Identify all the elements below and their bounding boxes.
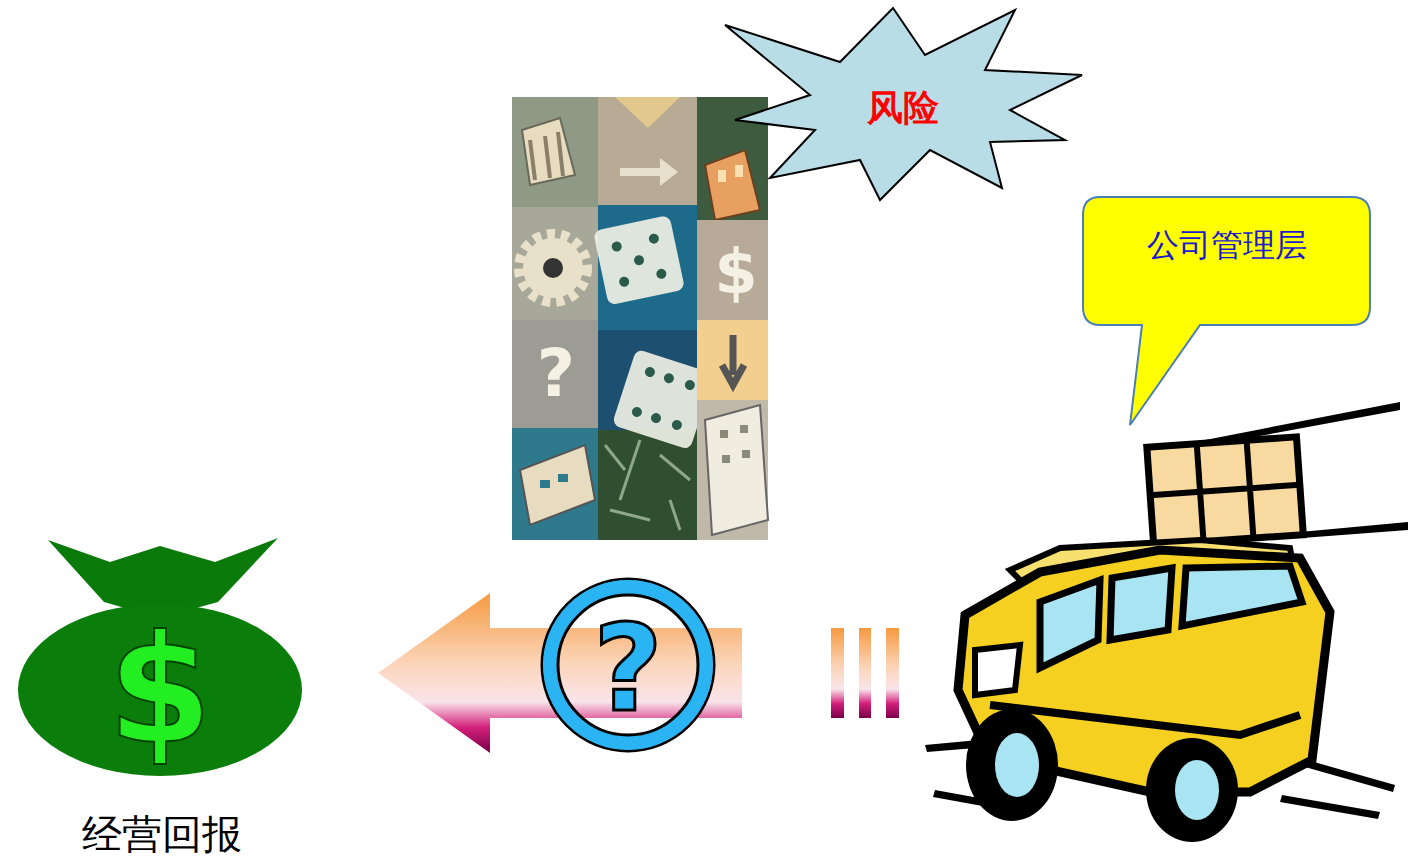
edge-label: ?: [593, 609, 663, 729]
question-ring: [542, 579, 714, 751]
risk-starburst: 风险: [722, 0, 1088, 210]
arrow-tail-stripe: [859, 628, 871, 718]
node-outline: [828, 190, 1408, 830]
money-bag: $ 经营回报: [0, 530, 378, 862]
node-text: 风险: [793, 88, 1013, 128]
car-illustration: [925, 402, 1408, 842]
risk-clipart: [512, 97, 768, 540]
question-ring: [550, 587, 706, 743]
block-arrow: [378, 579, 899, 753]
speech-bubble: 公司管理层: [828, 190, 1408, 830]
arrow-body: [378, 593, 742, 753]
arrow-tail-stripe: [831, 628, 844, 718]
clipart-dollar: $: [714, 241, 757, 303]
question-ring: [558, 595, 698, 735]
arrow-tail-stripe: [886, 628, 899, 718]
node-text: 经营回报: [22, 812, 302, 856]
node-text: $: [50, 608, 270, 773]
clipart-question: ?: [537, 341, 575, 407]
node-text: 公司管理层: [1087, 228, 1367, 263]
